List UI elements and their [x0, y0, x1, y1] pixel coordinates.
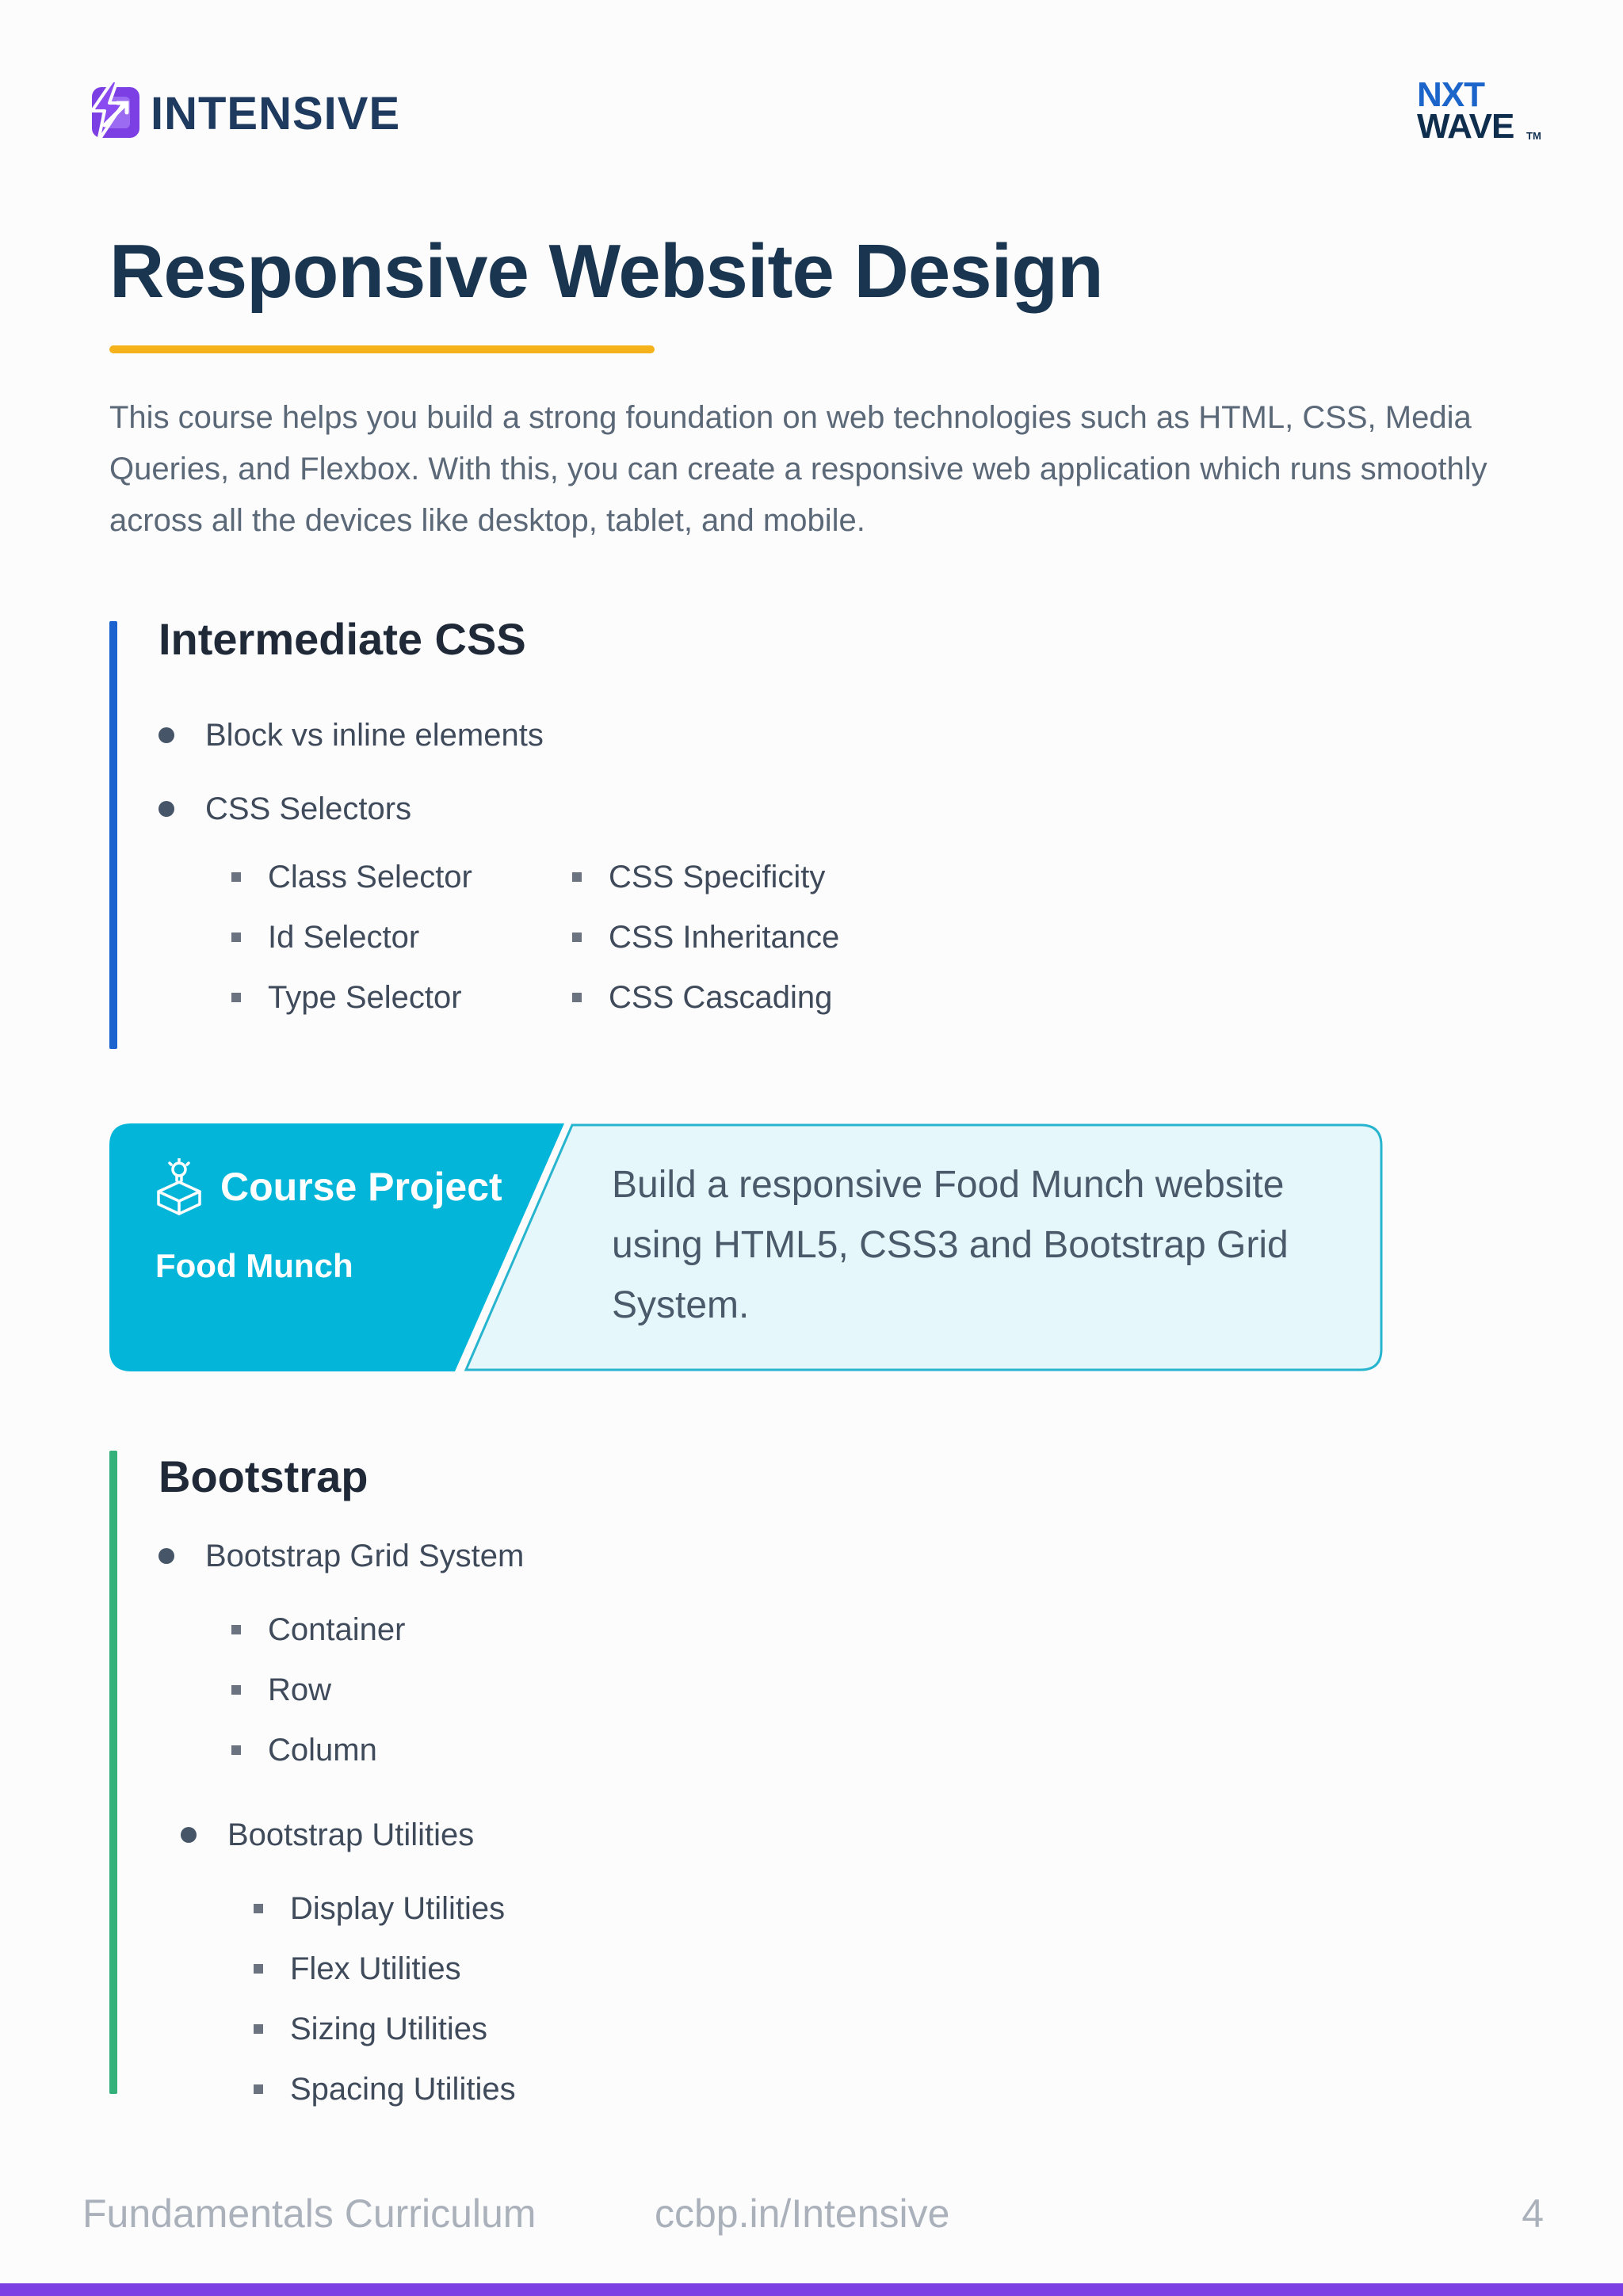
footer-curriculum-label: Fundamentals Curriculum — [82, 2191, 537, 2236]
bullet-square-icon — [231, 993, 241, 1002]
course-project-banner: Course Project Food Munch Build a respon… — [109, 1123, 1383, 1371]
sub-list-item-label: CSS Inheritance — [609, 920, 840, 955]
bullet-square-icon — [572, 872, 582, 882]
title-underline — [109, 345, 655, 353]
page-title: Responsive Website Design — [109, 229, 1104, 314]
bullet-square-icon — [231, 1625, 241, 1634]
sub-list-item-label: Row — [268, 1672, 332, 1707]
course-project-background — [109, 1123, 1383, 1371]
intensive-logo-icon — [90, 79, 139, 143]
sub-list-item-label: CSS Specificity — [609, 860, 826, 894]
bullet-dot-icon — [158, 727, 174, 743]
course-project-label: Course Project — [220, 1165, 502, 1209]
sub-list-item-label: Sizing Utilities — [290, 2012, 487, 2046]
partner-logo-line1: NXT — [1417, 75, 1485, 114]
nxtwave-logo: NXT WAVE TM — [1417, 78, 1544, 146]
bullet-square-icon — [572, 933, 582, 942]
bullet-dot-icon — [158, 1548, 174, 1564]
bullet-square-icon — [254, 1904, 263, 1913]
css-section-accent-bar — [109, 621, 117, 1049]
idea-box-icon — [157, 1158, 201, 1215]
sub-list-item-label: Flex Utilities — [290, 1951, 461, 1986]
partner-logo-line2: WAVE — [1417, 107, 1514, 146]
list-item-label: Bootstrap Grid System — [205, 1539, 525, 1573]
bootstrap-section-title: Bootstrap — [158, 1451, 369, 1501]
brand-name: INTENSIVE — [151, 88, 401, 139]
list-item-label: CSS Selectors — [205, 791, 412, 826]
bullet-dot-icon — [158, 801, 174, 817]
sub-list-item-label: Column — [268, 1733, 377, 1768]
sub-list-item-label: Display Utilities — [290, 1891, 506, 1926]
intro-paragraph: This course helps you build a strong fou… — [109, 400, 1487, 538]
bullet-square-icon — [254, 1964, 263, 1974]
sub-list-item-label: Type Selector — [268, 980, 462, 1015]
course-project-name: Food Munch — [155, 1247, 353, 1284]
bullet-square-icon — [254, 2024, 263, 2034]
css-section-title: Intermediate CSS — [158, 614, 526, 664]
bullet-square-icon — [254, 2084, 263, 2094]
bullet-square-icon — [231, 1745, 241, 1755]
bullet-square-icon — [572, 993, 582, 1002]
sub-list-item-label: CSS Cascading — [609, 980, 833, 1015]
bullet-square-icon — [231, 933, 241, 942]
footer-link[interactable]: ccbp.in/Intensive — [655, 2191, 950, 2236]
bullet-square-icon — [231, 872, 241, 882]
partner-logo-trademark: TM — [1526, 130, 1541, 142]
list-item-label: Block vs inline elements — [205, 718, 544, 753]
list-item-label: Bootstrap Utilities — [227, 1817, 475, 1852]
bootstrap-section-accent-bar — [109, 1451, 117, 2094]
sub-list-item-label: Id Selector — [268, 920, 420, 955]
sub-list-item-label: Spacing Utilities — [290, 2072, 516, 2107]
sub-list-item-label: Class Selector — [268, 860, 472, 894]
page-number: 4 — [1522, 2191, 1544, 2236]
sub-list-item-label: Container — [268, 1612, 406, 1647]
bullet-dot-icon — [181, 1827, 197, 1843]
course-project-description: Build a responsive Food Munch website us… — [612, 1164, 1289, 1326]
bullet-square-icon — [231, 1685, 241, 1695]
footer-accent-bar — [0, 2283, 1623, 2296]
